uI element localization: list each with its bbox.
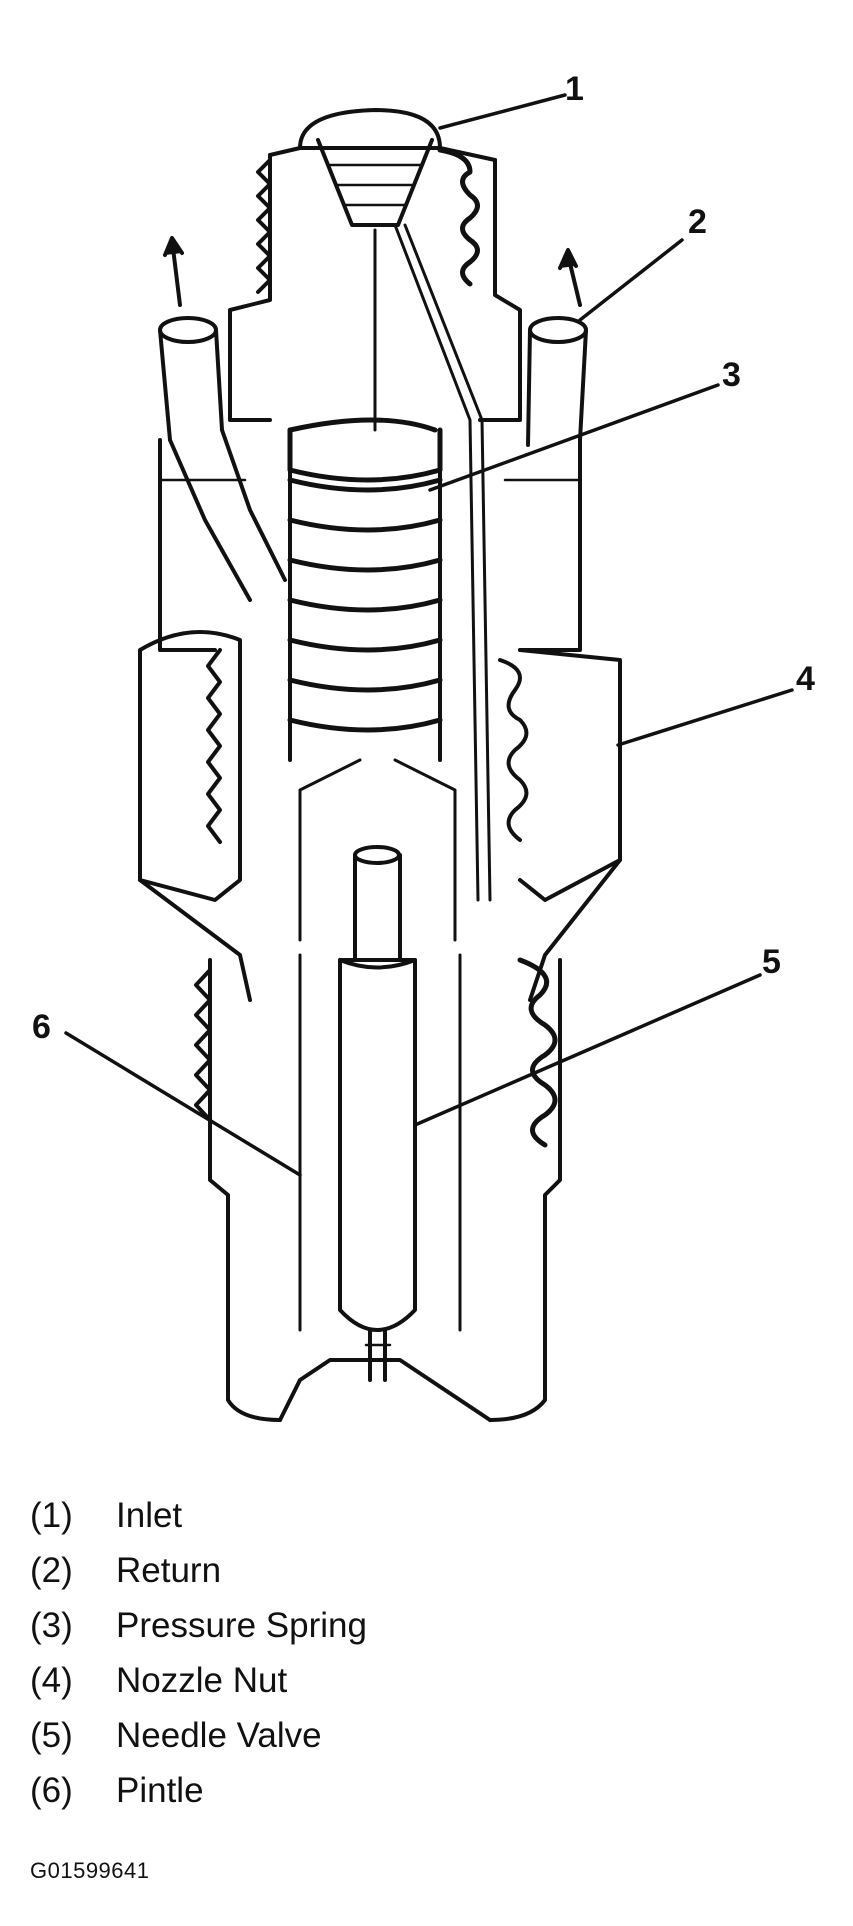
callout-4: 4 bbox=[796, 660, 815, 698]
nozzle-nut bbox=[138, 630, 622, 1002]
callout-6: 6 bbox=[32, 1008, 51, 1046]
leader-3 bbox=[428, 383, 720, 492]
pintle bbox=[364, 1328, 392, 1382]
legend-label: Inlet bbox=[116, 1495, 183, 1535]
injector-cutaway-diagram: 1 2 3 4 5 6 bbox=[32, 70, 815, 1422]
legend-key: (2) bbox=[30, 1550, 73, 1590]
needle-valve bbox=[298, 758, 462, 1332]
legend-key: (1) bbox=[30, 1495, 73, 1535]
legend-key: (4) bbox=[30, 1660, 73, 1700]
pressure-spring bbox=[287, 223, 492, 902]
callout-5: 5 bbox=[762, 943, 781, 981]
inlet-fitting bbox=[228, 108, 522, 352]
leader-2 bbox=[578, 238, 684, 322]
legend-item-return: (2) Return bbox=[30, 1543, 730, 1598]
leader-6 bbox=[64, 1031, 302, 1177]
legend-label: Pintle bbox=[116, 1770, 204, 1810]
legend-label: Nozzle Nut bbox=[116, 1660, 288, 1700]
legend-item-inlet: (1) Inlet bbox=[30, 1488, 730, 1543]
leader-4 bbox=[616, 688, 794, 747]
legend-key: (3) bbox=[30, 1605, 73, 1645]
legend-key: (6) bbox=[30, 1770, 73, 1810]
return-fittings bbox=[158, 236, 588, 602]
nozzle-body bbox=[194, 957, 562, 1422]
legend-label: Return bbox=[116, 1550, 222, 1590]
legend-label: Pressure Spring bbox=[116, 1605, 367, 1645]
legend-label: Needle Valve bbox=[116, 1715, 322, 1755]
callout-1: 1 bbox=[565, 70, 584, 108]
leader-5 bbox=[413, 973, 762, 1127]
callout-leaders bbox=[64, 93, 794, 1177]
figure-id: G01599641 bbox=[30, 1858, 150, 1883]
legend-key: (5) bbox=[30, 1715, 73, 1755]
injector-body bbox=[158, 338, 582, 652]
legend-item-nozzle-nut: (4) Nozzle Nut bbox=[30, 1653, 730, 1708]
injector-cutaway-drawing bbox=[64, 93, 794, 1422]
leader-1 bbox=[438, 93, 567, 130]
legend-item-pintle: (6) Pintle bbox=[30, 1763, 730, 1818]
legend-item-needle-valve: (5) Needle Valve bbox=[30, 1708, 730, 1763]
callout-3: 3 bbox=[722, 356, 741, 394]
parts-legend: (1) Inlet (2) Return (3) Pressure Spring… bbox=[30, 1488, 730, 1818]
callout-2: 2 bbox=[688, 203, 707, 241]
legend-item-pressure-spring: (3) Pressure Spring bbox=[30, 1598, 730, 1653]
